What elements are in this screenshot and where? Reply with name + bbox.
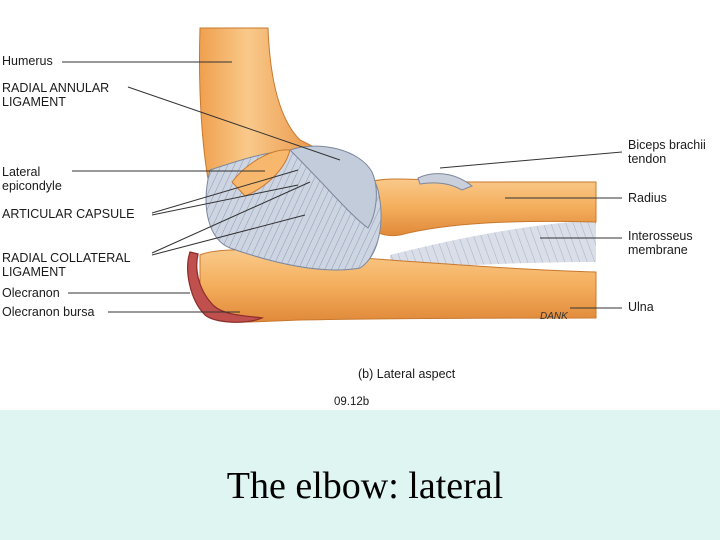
label-radius: Radius: [628, 191, 667, 205]
title-band: [0, 410, 720, 540]
label-olecranon-bursa: Olecranon bursa: [2, 305, 95, 319]
leader-lines: [62, 61, 623, 313]
label-radial-collateral-ligament: RADIAL COLLATERAL LIGAMENT: [2, 251, 131, 279]
label-articular-capsule: ARTICULAR CAPSULE: [2, 207, 135, 221]
slide-title: The elbow: lateral: [226, 465, 504, 507]
elbow-anatomy-illustration: [62, 27, 623, 323]
lateral-epicondyle: [231, 149, 291, 197]
label-humerus: Humerus: [2, 54, 53, 68]
figure-aspect-caption: (b) Lateral aspect: [358, 367, 456, 381]
label-interosseus-membrane: Interosseus membrane: [628, 229, 693, 257]
interosseus-membrane: [390, 220, 596, 270]
figure-code: 09.12b: [334, 396, 370, 408]
olecranon-bursa: [187, 251, 265, 323]
label-ulna: Ulna: [628, 300, 654, 314]
label-olecranon: Olecranon: [2, 286, 60, 300]
radial-annular-ligament: [289, 145, 377, 229]
label-lateral-epicondyle: Lateral epicondyle: [2, 165, 62, 193]
biceps-brachii-tendon: [417, 173, 473, 191]
label-biceps-brachii-tendon: Biceps brachii tendon: [628, 138, 706, 166]
artist-signature: DANK: [540, 311, 568, 322]
label-radial-annular-ligament: RADIAL ANNULAR LIGAMENT: [2, 81, 110, 109]
